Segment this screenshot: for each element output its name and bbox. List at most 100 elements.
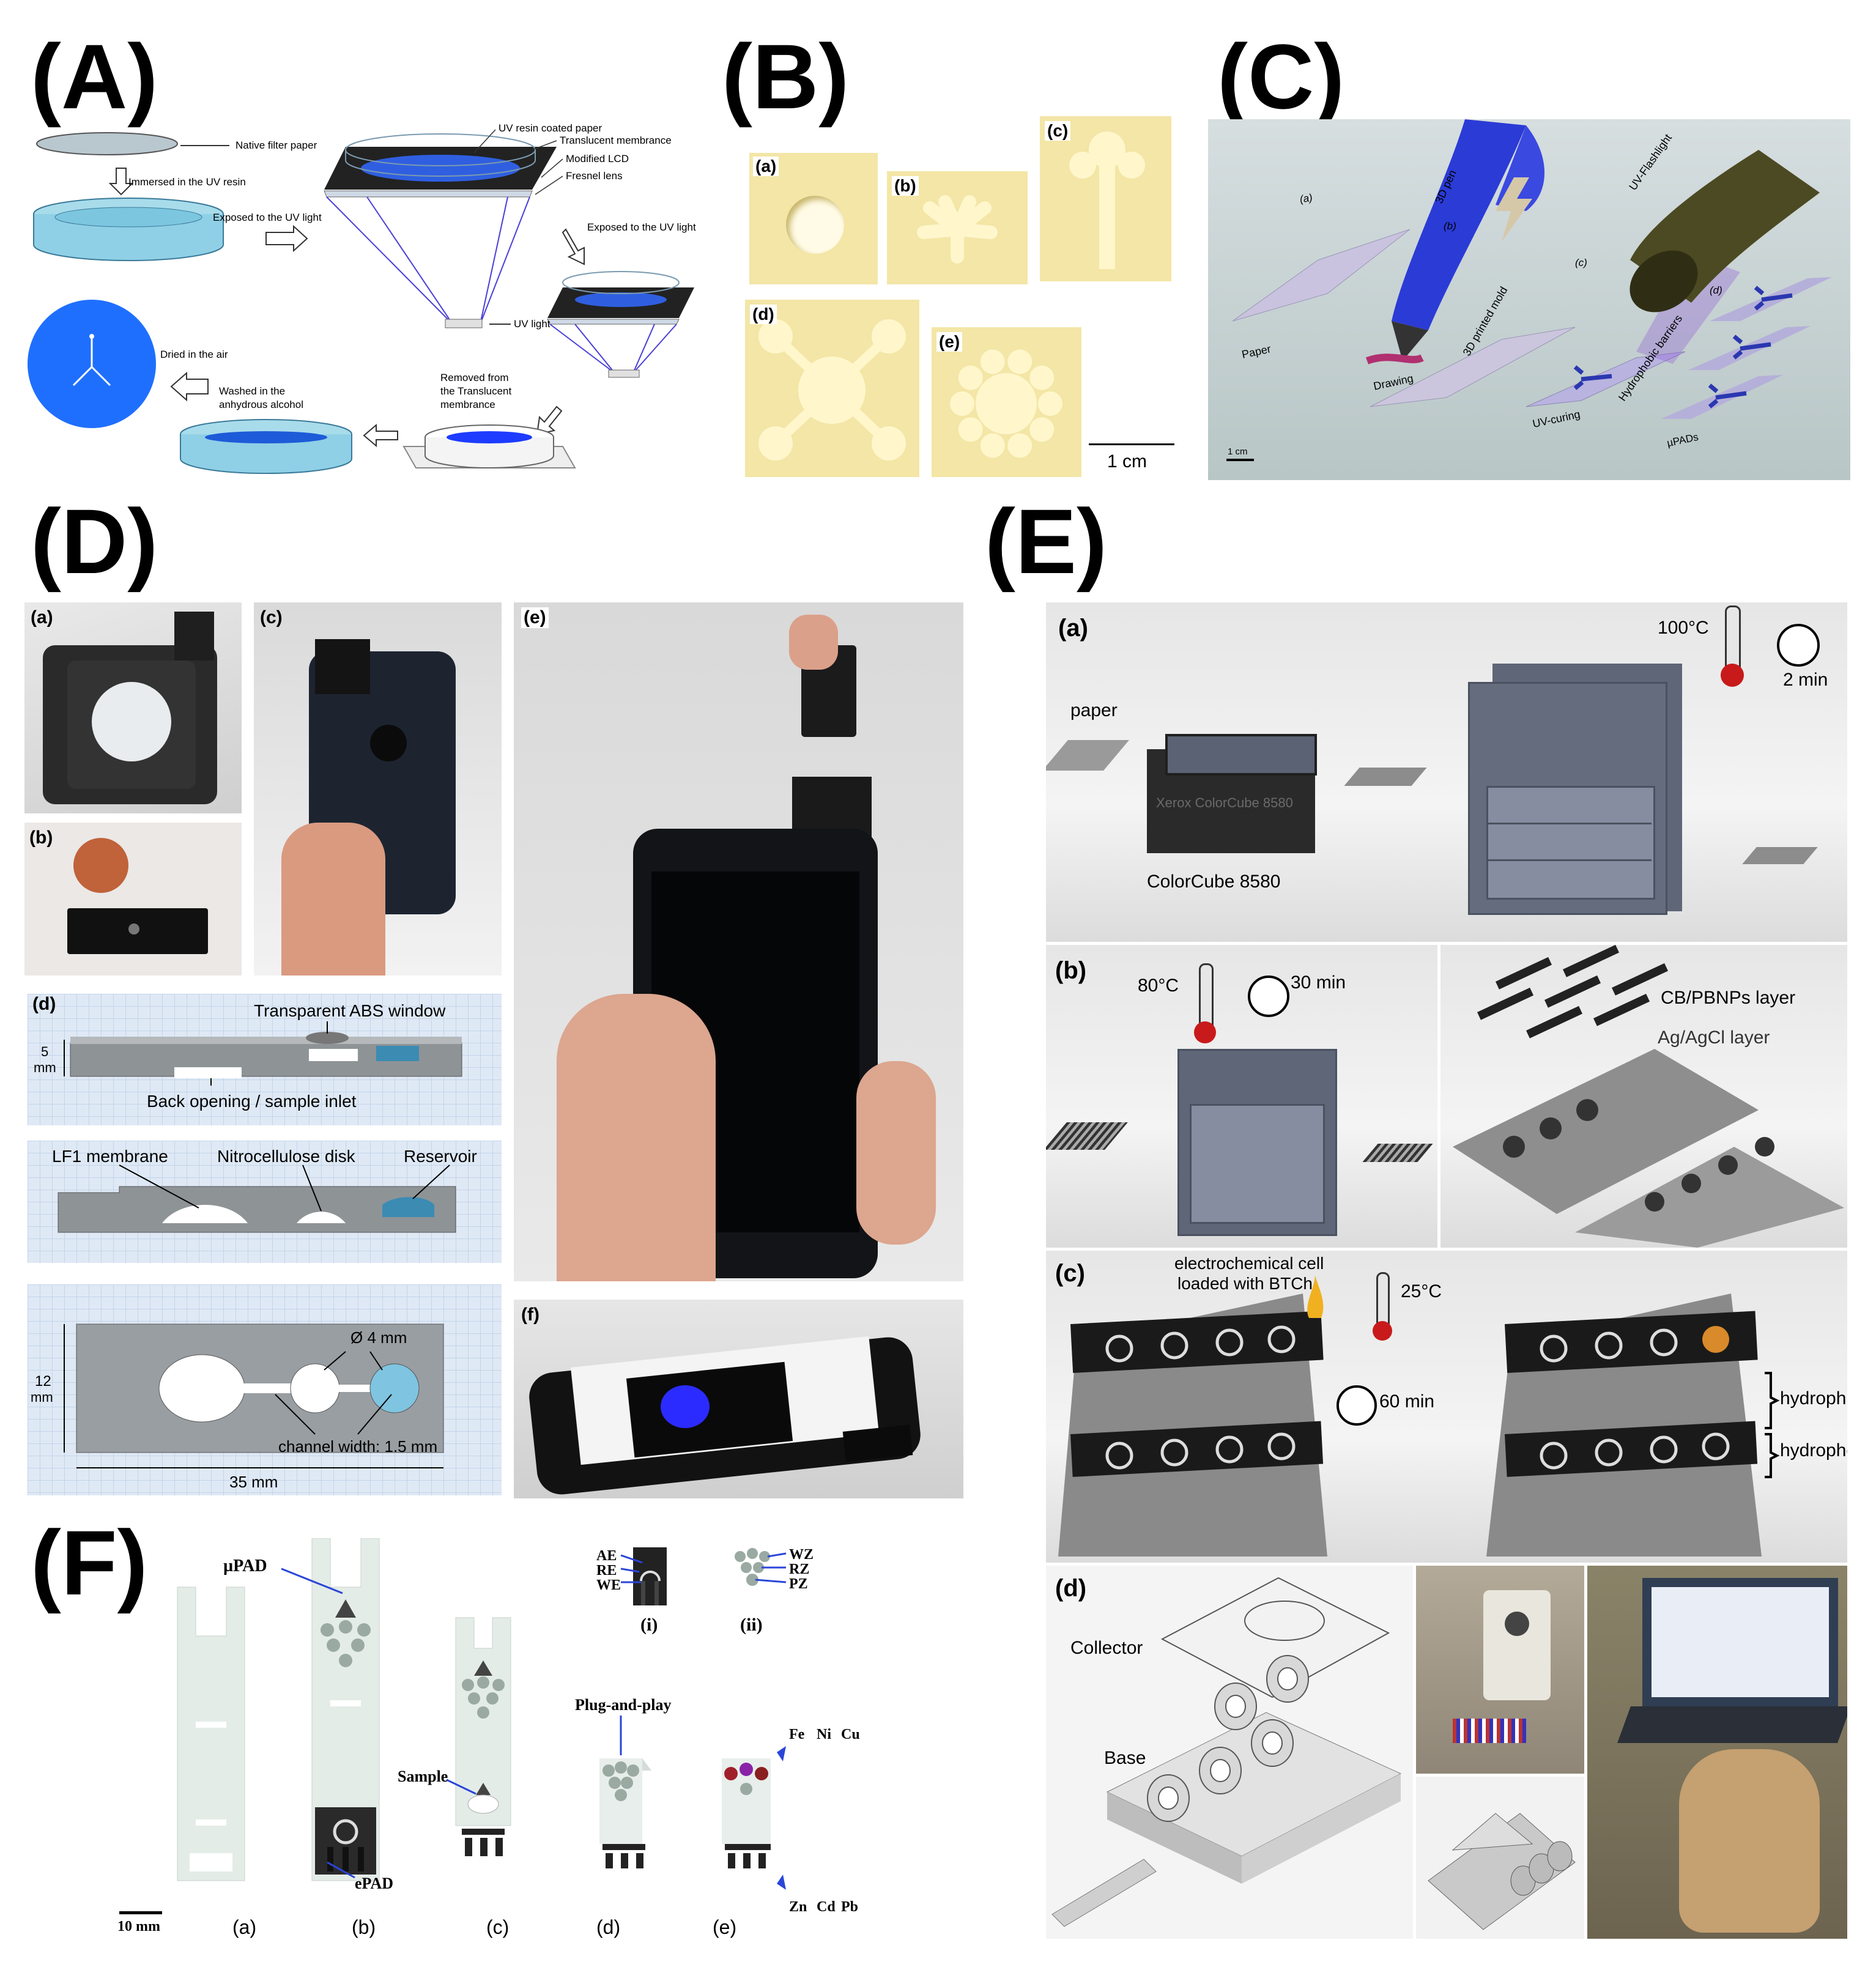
label-lf1-membrane: LF1 membrane: [52, 1147, 168, 1166]
label-time-60: 60 min: [1379, 1391, 1435, 1412]
panel-b-photo-a: (a): [749, 153, 878, 284]
panel-f-illustration: µPAD ePAD Sample Plug-and-play AE RE WE …: [116, 1538, 862, 1948]
label-uv-light: UV light: [514, 318, 551, 330]
stopwatch-icon: [1337, 1385, 1377, 1426]
label-we: WE: [596, 1577, 621, 1593]
label-ni: Ni: [817, 1727, 831, 1742]
panel-e-photo-d2: [1416, 1777, 1584, 1939]
label-ae: AE: [596, 1548, 617, 1564]
label-temp-25: 25°C: [1401, 1281, 1442, 1301]
label-dim-35: 35 mm: [229, 1473, 278, 1491]
label-epad: ePAD: [355, 1875, 394, 1892]
label-scale-10mm: 10 mm: [117, 1919, 160, 1934]
panel-b-photo-c: (c): [1040, 116, 1171, 281]
mold-petal: [980, 433, 1005, 458]
label-temp-100: 100°C: [1658, 618, 1709, 638]
panel-e-row-d-render: (d) Collector Base: [1046, 1566, 1413, 1939]
label-wz: WZ: [789, 1547, 814, 1563]
label-washed-1: Washed in the: [219, 385, 286, 397]
panel-e-photo-d3: [1587, 1566, 1847, 1939]
panel-d-label-d: (d): [32, 994, 56, 1014]
label-rz: RZ: [789, 1561, 810, 1577]
panel-d-photo-e: (e): [514, 602, 963, 1281]
label-collector: Collector: [1070, 1638, 1143, 1658]
mold-petal: [958, 365, 983, 390]
label-colorcube: ColorCube 8580: [1147, 872, 1281, 892]
label-modified-lcd: Modified LCD: [566, 153, 629, 165]
label-removed-2: the Translucent: [440, 385, 512, 397]
label-f-d: (d): [596, 1916, 621, 1938]
printed-sheet-1: [1344, 768, 1427, 786]
panel-letter-d: (D): [31, 490, 158, 593]
label-cd: Cd: [817, 1899, 836, 1915]
label-zn: Zn: [789, 1899, 807, 1915]
panel-e-label-d: (d): [1055, 1575, 1087, 1602]
label-fresnel-lens: Fresnel lens: [566, 170, 623, 182]
panel-d-label-e: (e): [521, 607, 549, 628]
label-reservoir: Reservoir: [404, 1147, 477, 1166]
panel-b-scale-label: 1 cm: [1107, 451, 1147, 472]
label-i: (i): [640, 1615, 658, 1635]
label-transparent-abs-window: Transparent ABS window: [254, 1001, 446, 1020]
panel-b-photo-b: (b): [887, 171, 1028, 284]
label-exposed-uv-light-2: Exposed to the UV light: [587, 221, 696, 233]
panel-e-row-c: (c) electrochemical cell loaded with BTC…: [1046, 1251, 1847, 1563]
label-native-filter-paper: Native filter paper: [235, 139, 317, 151]
mold-petal: [1007, 433, 1033, 458]
panel-e-label-a: (a): [1058, 615, 1088, 642]
panel-d-photo-b: (b): [24, 823, 242, 975]
panel-a-drawing: [28, 129, 694, 474]
stopwatch-icon: [1248, 975, 1289, 1017]
panel-e-row-a: (a) paper Xerox ColorCube 8580 ColorCube…: [1046, 602, 1847, 942]
label-f-b: (b): [352, 1916, 376, 1938]
label-hydrophilic: hydrophilic: [1780, 1388, 1847, 1409]
panel-e-photo-d1: [1416, 1566, 1584, 1774]
label-hydrophobic: hydrophobic: [1780, 1440, 1847, 1460]
label-dim-5-unit: mm: [34, 1060, 56, 1075]
label-dried-in-air: Dried in the air: [160, 349, 228, 360]
label-f-c: (c): [486, 1916, 510, 1938]
mold-petal: [1029, 417, 1055, 442]
panel-b-photo-d: (d): [745, 300, 919, 477]
panel-c-scale-label: 1 cm: [1228, 446, 1248, 457]
label-ag-agcl: Ag/AgCl layer: [1658, 1027, 1770, 1048]
panel-c-label-a: (a): [1299, 191, 1314, 205]
label-uv-resin-coated-paper: UV resin coated paper: [499, 122, 602, 134]
panel-b-label-d: (d): [750, 305, 777, 324]
label-dim-5: 5: [41, 1044, 49, 1059]
label-ii: (ii): [740, 1615, 763, 1635]
panel-d-drawing-section: LF1 membrane Nitrocellulose disk Reservo…: [28, 1141, 502, 1263]
label-paper: paper: [1070, 700, 1118, 720]
panel-e-row-b-left: (b) 80°C 30 min: [1046, 945, 1437, 1248]
panel-b-photo-e: (e): [932, 327, 1081, 477]
label-pb: Pb: [841, 1899, 859, 1915]
mold-petal: [1038, 391, 1062, 416]
label-exposed-uv-light-1: Exposed to the UV light: [213, 212, 322, 223]
mold-petal: [1007, 349, 1033, 374]
label-removed-3: membrance: [440, 399, 495, 410]
label-f-e: (e): [713, 1916, 737, 1938]
label-back-opening: Back opening / sample inlet: [147, 1092, 357, 1111]
label-temp-80: 80°C: [1138, 975, 1179, 996]
label-plug-and-play: Plug-and-play: [575, 1696, 672, 1714]
panel-letter-b: (B): [722, 25, 850, 128]
label-f-a: (a): [232, 1916, 257, 1938]
panel-c-label-d: (d): [1710, 284, 1722, 296]
label-fe: Fe: [789, 1727, 805, 1742]
mold-petal: [958, 417, 983, 442]
label-removed-1: Removed from: [440, 372, 509, 383]
panel-letter-e: (E): [985, 490, 1107, 593]
panel-d-photo-a: (a): [24, 602, 242, 813]
label-washed-2: anhydrous alcohol: [219, 399, 303, 410]
label-pz: PZ: [789, 1576, 808, 1592]
panel-d-label-b: (b): [29, 827, 53, 848]
label-cell-2: loaded with BTCh: [1177, 1274, 1313, 1293]
panel-e-label-b: (b): [1055, 957, 1087, 984]
panel-e-label-c: (c): [1055, 1260, 1085, 1287]
panel-d-drawing-top: Ø 4 mm 12 mm channel width: 1.5 mm 35 mm: [28, 1284, 502, 1495]
panel-c-render: (a) (b) (c) (d) 3D pen UV-Flashlight Pap…: [1208, 119, 1850, 480]
label-immersed-in-uv-resin: Immersed in the UV resin: [128, 176, 246, 188]
mold-petal: [1029, 365, 1055, 390]
label-upad: µPAD: [223, 1557, 267, 1575]
panel-e-row-b-right: CB/PBNPs layer Ag/AgCl layer: [1440, 945, 1847, 1248]
